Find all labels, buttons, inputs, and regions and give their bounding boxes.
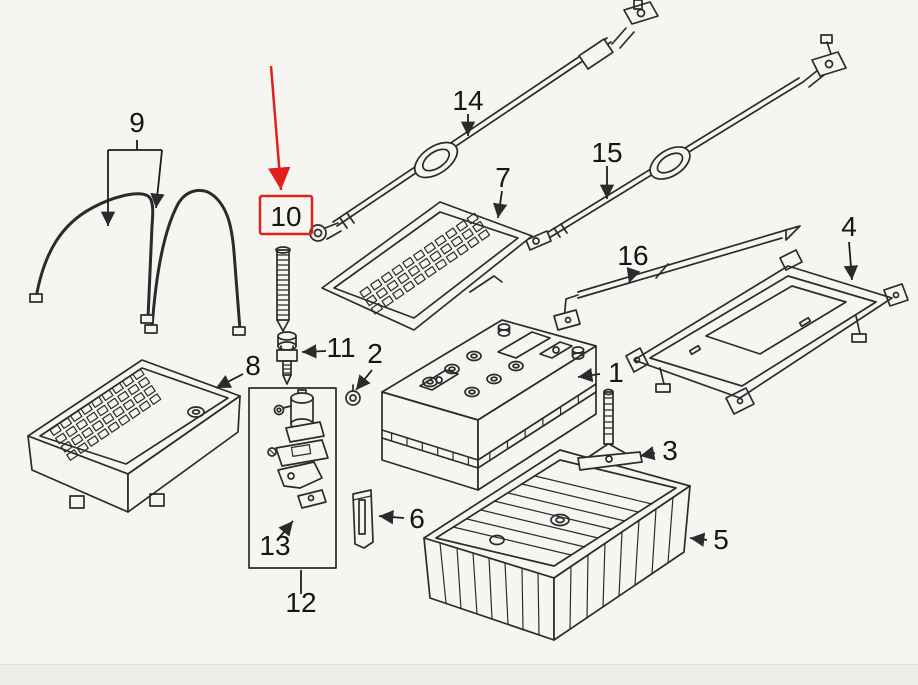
leader-4 — [843, 241, 859, 281]
callout-3[interactable]: 3 — [662, 435, 678, 466]
part-7-battery-cover — [321, 201, 533, 331]
leader-9b — [150, 149, 165, 209]
highlight-annotation — [258, 65, 314, 236]
part-4-battery-tray — [625, 249, 909, 415]
part-16-brace-rod — [553, 225, 801, 331]
part-5-lower-tray — [423, 449, 691, 641]
callout-12[interactable]: 12 — [285, 587, 316, 618]
callout-2[interactable]: 2 — [367, 338, 383, 369]
diagram-svg: 9 14 15 7 10 4 16 8 11 2 1 3 6 13 5 12 — [27, 0, 909, 641]
callouts: 9 14 15 7 10 4 16 8 11 2 1 3 6 13 5 12 — [129, 85, 857, 618]
callout-16[interactable]: 16 — [617, 240, 648, 271]
leader-11 — [301, 344, 327, 359]
leader-8 — [215, 373, 244, 389]
leader-1 — [577, 367, 601, 383]
callout-9[interactable]: 9 — [129, 107, 145, 138]
callout-6[interactable]: 6 — [409, 503, 425, 534]
part-12-kit-box — [248, 387, 337, 569]
part-11-bolt — [276, 331, 298, 385]
highlight-box — [258, 194, 314, 236]
leader-16 — [626, 267, 641, 284]
leader-7 — [492, 190, 508, 219]
callout-1[interactable]: 1 — [608, 357, 624, 388]
highlight-arrow — [267, 65, 291, 191]
part-14-battery-cable — [309, 0, 659, 242]
callout-15[interactable]: 15 — [591, 137, 622, 168]
part-3-bolt-bracket — [577, 388, 643, 471]
part-1-battery — [381, 319, 597, 491]
callout-14[interactable]: 14 — [452, 85, 483, 116]
callout-5[interactable]: 5 — [713, 524, 729, 555]
callout-13[interactable]: 13 — [259, 530, 290, 561]
leader-9-bracket — [108, 140, 162, 151]
part-10-threaded-rod — [275, 246, 291, 332]
leader-5 — [689, 532, 708, 547]
part-2-grommet — [345, 384, 361, 406]
leader-lines — [100, 114, 859, 594]
callout-4[interactable]: 4 — [841, 211, 857, 242]
callout-8[interactable]: 8 — [245, 350, 261, 381]
page-footer-strip — [0, 664, 918, 685]
callout-10[interactable]: 10 — [270, 201, 301, 232]
leader-3 — [639, 446, 656, 461]
leader-13 — [278, 520, 294, 539]
part-8-cover-box — [27, 359, 241, 513]
callout-11[interactable]: 11 — [326, 332, 355, 363]
part-15-battery-cable — [525, 34, 847, 251]
leader-6 — [378, 509, 405, 525]
part-13-valve-assembly — [267, 389, 329, 509]
leader-2 — [355, 369, 373, 391]
part-6-bracket-clip — [352, 489, 374, 549]
part-9-holddown-rods — [29, 188, 246, 336]
callout-7[interactable]: 7 — [495, 162, 511, 193]
